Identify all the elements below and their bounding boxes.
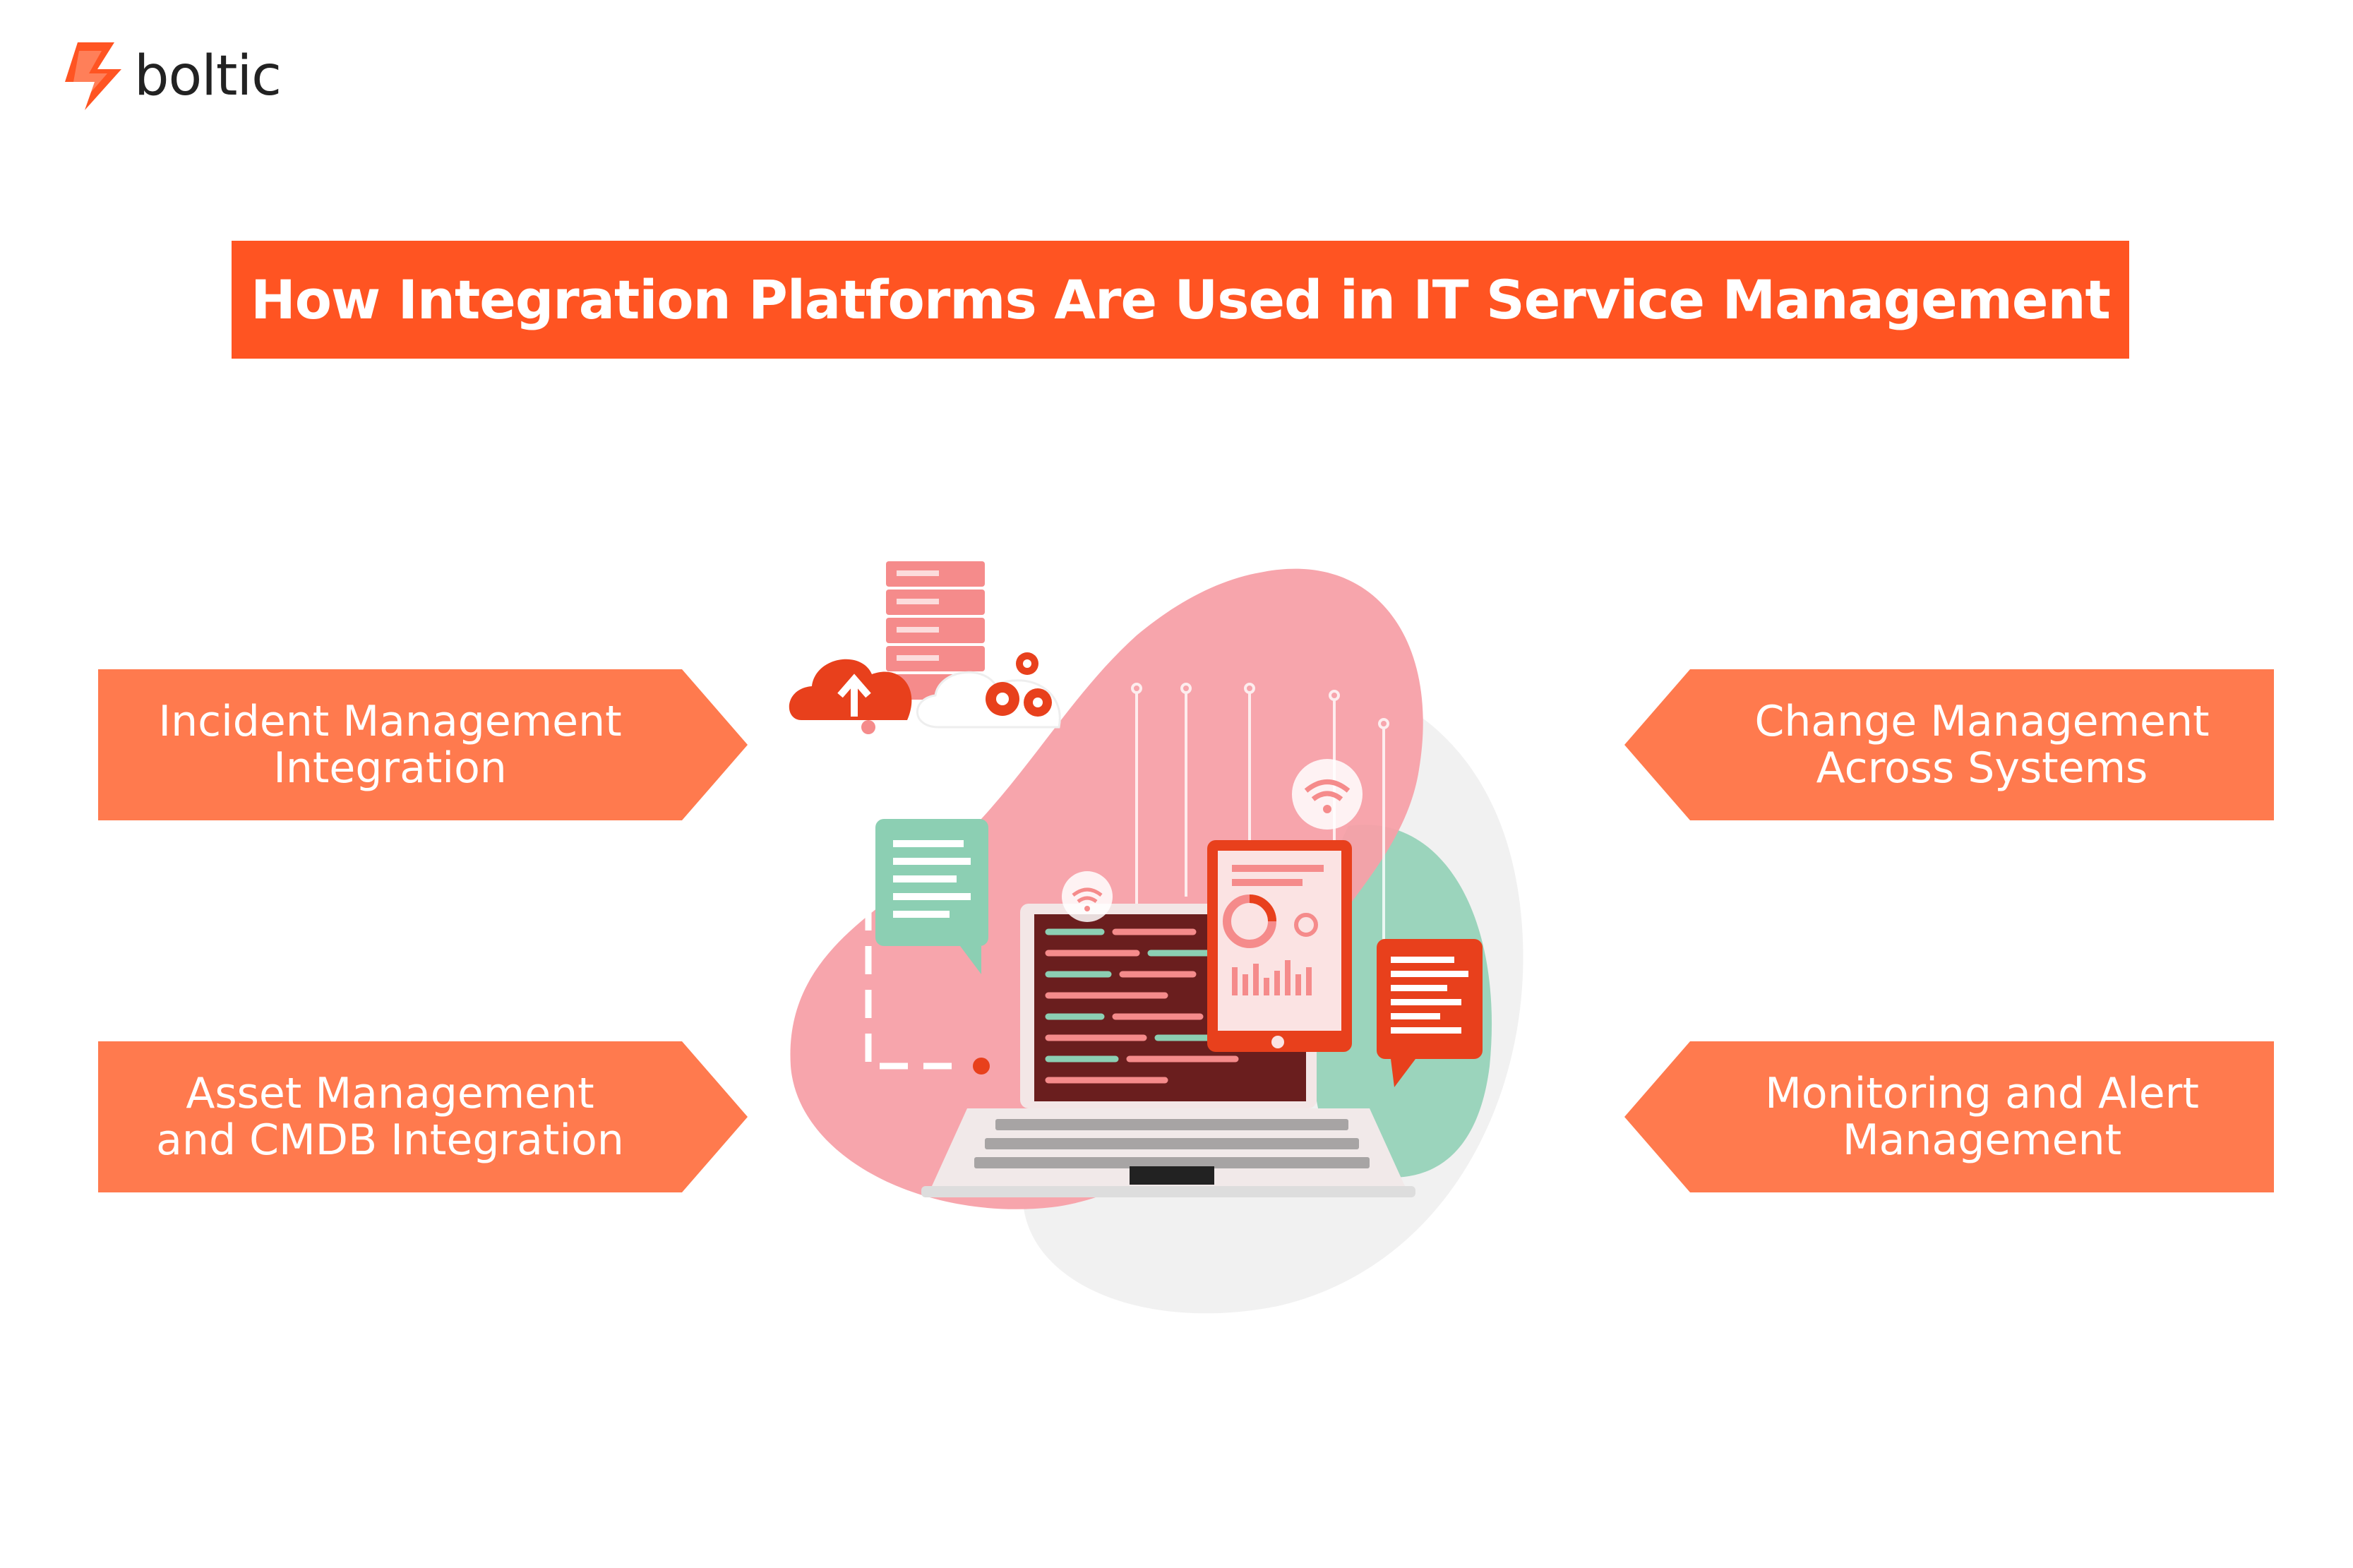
card-line: and CMDB Integration (156, 1115, 624, 1165)
boltic-logo: boltic (58, 41, 282, 112)
tablet-chart-icon (1207, 840, 1352, 1052)
card-monitoring-alerts: Monitoring and Alert Management (1624, 1041, 2274, 1192)
card-incident-management: Incident Management Integration (98, 669, 748, 820)
card-change-management: Change Management Across Systems (1624, 669, 2274, 820)
chat-bubble-icon (875, 819, 988, 974)
card-line: Integration (273, 743, 507, 793)
dashed-connector (865, 727, 960, 1070)
gears-icon (916, 652, 1061, 729)
server-stack-icon (886, 561, 985, 700)
card-line: Change Management (1754, 697, 2210, 746)
title-banner: How Integration Platforms Are Used in IT… (232, 241, 2129, 359)
lightning-bolt-icon (65, 42, 121, 110)
wifi-icon (1062, 759, 1363, 922)
card-line: Across Systems (1816, 743, 2148, 793)
card-line: Asset Management (186, 1069, 594, 1118)
card-line: Monitoring and Alert (1765, 1069, 2199, 1118)
card-asset-management: Asset Management and CMDB Integration (98, 1041, 748, 1192)
card-line: Incident Management (158, 697, 622, 746)
cloud-upload-icon (789, 659, 912, 720)
circuit-lines (1131, 683, 1389, 939)
itsm-illustration (789, 561, 1523, 1314)
document-bubble-icon (1377, 939, 1483, 1087)
page-title: How Integration Platforms Are Used in IT… (251, 268, 2111, 331)
card-line: Management (1842, 1115, 2122, 1165)
brand-name: boltic (134, 44, 282, 108)
